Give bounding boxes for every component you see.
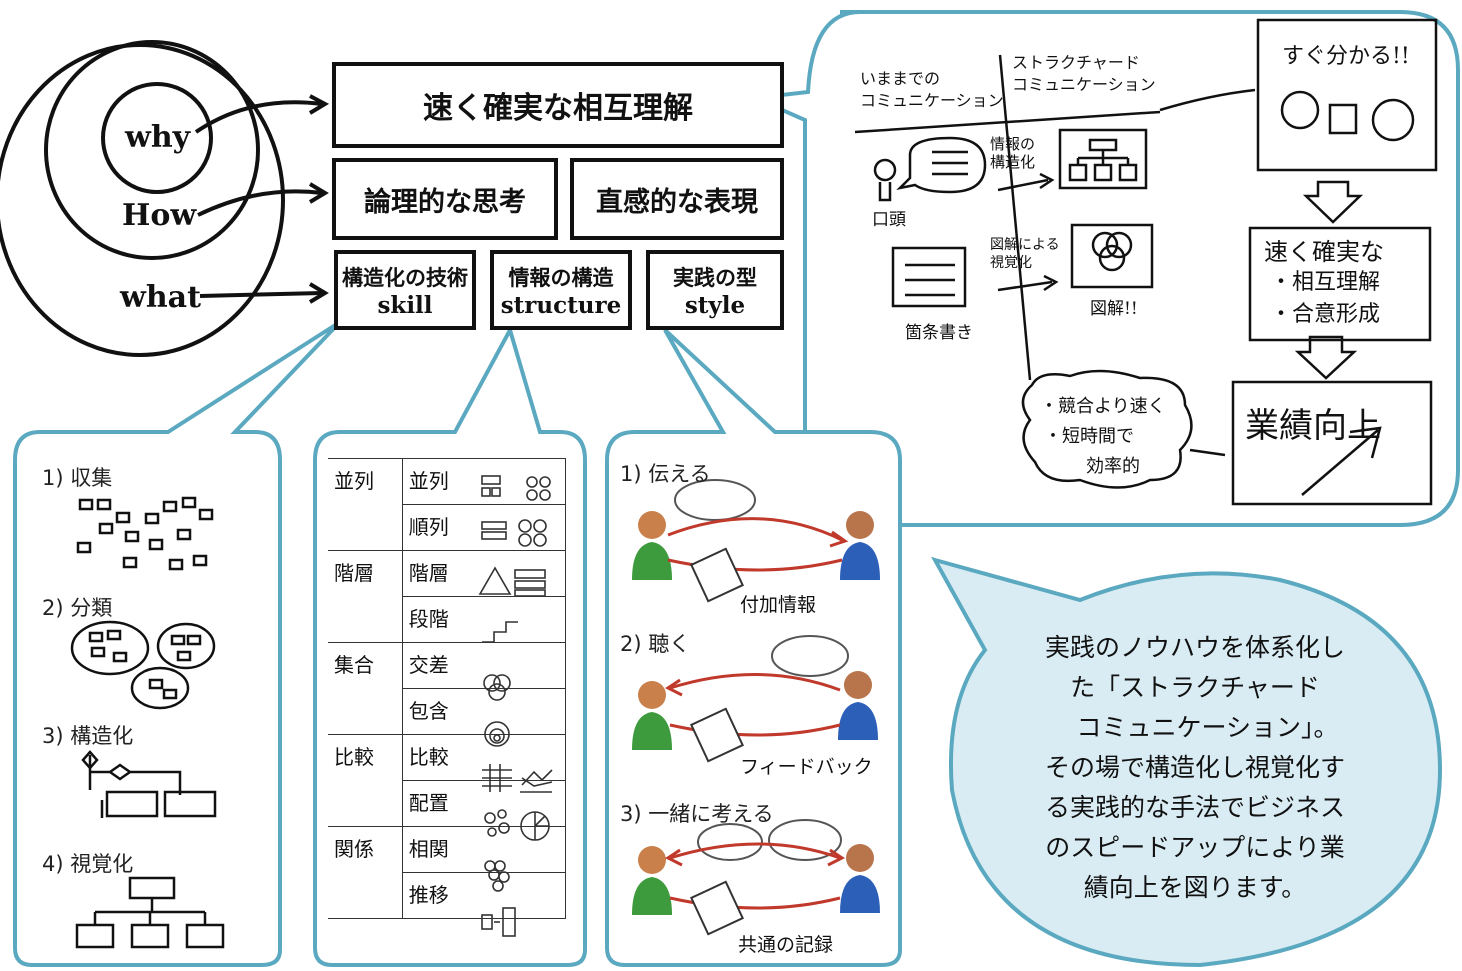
style-step-2-caption: フィードバック [740, 756, 873, 778]
style-step-3-title: 3) 一緒に考える [620, 802, 774, 826]
cloud-line-1: ・競合より速く [1040, 396, 1166, 417]
result-item-2: ・合意形成 [1270, 302, 1381, 327]
skill-step-2: 2) 分類 [42, 596, 113, 620]
header-left: いままでの コミュニケーション [860, 69, 1004, 110]
icon-cell [480, 458, 566, 505]
icon-cell [480, 780, 566, 827]
icon-cell [480, 596, 566, 643]
table-row: 集合 交差 [328, 642, 566, 735]
why-label: why [125, 120, 191, 155]
people-2 [632, 635, 878, 763]
skill-step-3: 3) 構造化 [42, 724, 134, 748]
people-3 [632, 819, 880, 936]
arrow-what [199, 291, 323, 298]
logic-text: 論理的な思考 [364, 186, 526, 218]
arrow-why [194, 100, 323, 134]
style-en: style [684, 291, 746, 319]
item-cell: 並列 [401, 458, 481, 505]
item-cell: 段階 [401, 596, 481, 643]
item-cell: 配置 [401, 780, 481, 827]
item-cell: 比較 [401, 734, 481, 781]
callout-text: 実践のノウハウを体系化し た「ストラクチャード コミュニケーション」。 その場で… [1044, 633, 1345, 902]
structuring-label: 情報の 構造化 [990, 135, 1036, 171]
skill-step-1: 1) 収集 [42, 466, 113, 490]
table-row: 階層 階層 [328, 550, 566, 643]
result-title: 速く確実な [1264, 238, 1384, 266]
icon-cell [480, 688, 566, 735]
skill-en: skill [377, 291, 433, 319]
bullets-label: 箇条書き [905, 323, 973, 343]
visualization-label: 図解による 視覚化 [990, 237, 1060, 271]
structure-jp: 情報の構造 [508, 264, 614, 290]
item-cell: 階層 [401, 550, 481, 597]
header-right: ストラクチャード コミュニケーション [1012, 53, 1156, 94]
category-cell: 並列 [328, 458, 403, 551]
intuition-text: 直感的な表現 [596, 186, 758, 218]
skill-sketches [70, 496, 225, 949]
table-row: 包含 [328, 688, 566, 735]
style-step-1-caption: 付加情報 [740, 594, 817, 616]
goal-box: 速く確実な相互理解 [332, 62, 784, 148]
instant-label: すぐ分かる!! [1282, 44, 1410, 69]
people-1 [632, 479, 880, 603]
intuition-box: 直感的な表現 [570, 158, 784, 240]
icon-cell [480, 872, 566, 919]
table-row: 段階 [328, 596, 566, 643]
structure-table: 並列 並列 順列 階層 階層 段階 集合 交差 [328, 458, 566, 919]
logic-box: 論理的な思考 [332, 158, 558, 240]
item-cell: 相関 [401, 826, 481, 873]
sketch-bubble-tail [1159, 88, 1256, 112]
style-jp: 実践の型 [673, 264, 757, 290]
icon-cell [480, 504, 566, 551]
item-cell: 順列 [401, 504, 481, 551]
table-row: 関係 相関 [328, 826, 566, 919]
item-cell: 推移 [401, 872, 481, 919]
arrow-how [197, 189, 323, 217]
icon-cell [480, 734, 566, 781]
diagram-label: 図解!! [1090, 299, 1138, 319]
structure-box: 情報の構造 structure [490, 250, 632, 330]
circle-inner [101, 82, 213, 194]
cloud-line-3: 効率的 [1086, 456, 1140, 477]
table-row: 推移 [328, 872, 566, 919]
oral-label: 口頭 [872, 210, 906, 230]
performance-label: 業績向上 [1245, 406, 1381, 446]
style-step-3-caption: 共通の記録 [738, 934, 834, 956]
category-cell: 集合 [328, 642, 403, 735]
sketch-drawings [854, 18, 1438, 506]
style-box: 実践の型 style [646, 250, 784, 330]
category-cell: 階層 [328, 550, 403, 643]
style-step-1-title: 1) 伝える [620, 462, 711, 486]
result-item-1: ・相互理解 [1270, 270, 1381, 295]
item-cell: 交差 [401, 642, 481, 689]
callout-bubble [930, 556, 1443, 968]
circle-outer [0, 43, 285, 357]
category-cell: 比較 [328, 734, 403, 827]
circle-middle [44, 40, 260, 260]
item-cell: 包含 [401, 688, 481, 735]
table-row: 比較 比較 [328, 734, 566, 827]
icon-cell [480, 642, 566, 689]
how-label: How [122, 198, 197, 233]
icon-cell [480, 826, 566, 873]
table-row: 並列 並列 [328, 458, 566, 551]
skill-box: 構造化の技術 skill [334, 250, 476, 330]
skill-jp: 構造化の技術 [342, 264, 468, 290]
style-illustrations [632, 479, 880, 936]
icon-cell [480, 550, 566, 597]
skill-step-4: 4) 視覚化 [42, 852, 134, 876]
what-label: what [120, 280, 201, 315]
structure-en: structure [500, 291, 622, 319]
cloud-line-2: ・短時間で [1044, 426, 1134, 447]
style-step-2-title: 2) 聴く [620, 632, 691, 656]
table-row: 順列 [328, 504, 566, 551]
goal-text: 速く確実な相互理解 [423, 91, 693, 126]
category-cell: 関係 [328, 826, 403, 919]
